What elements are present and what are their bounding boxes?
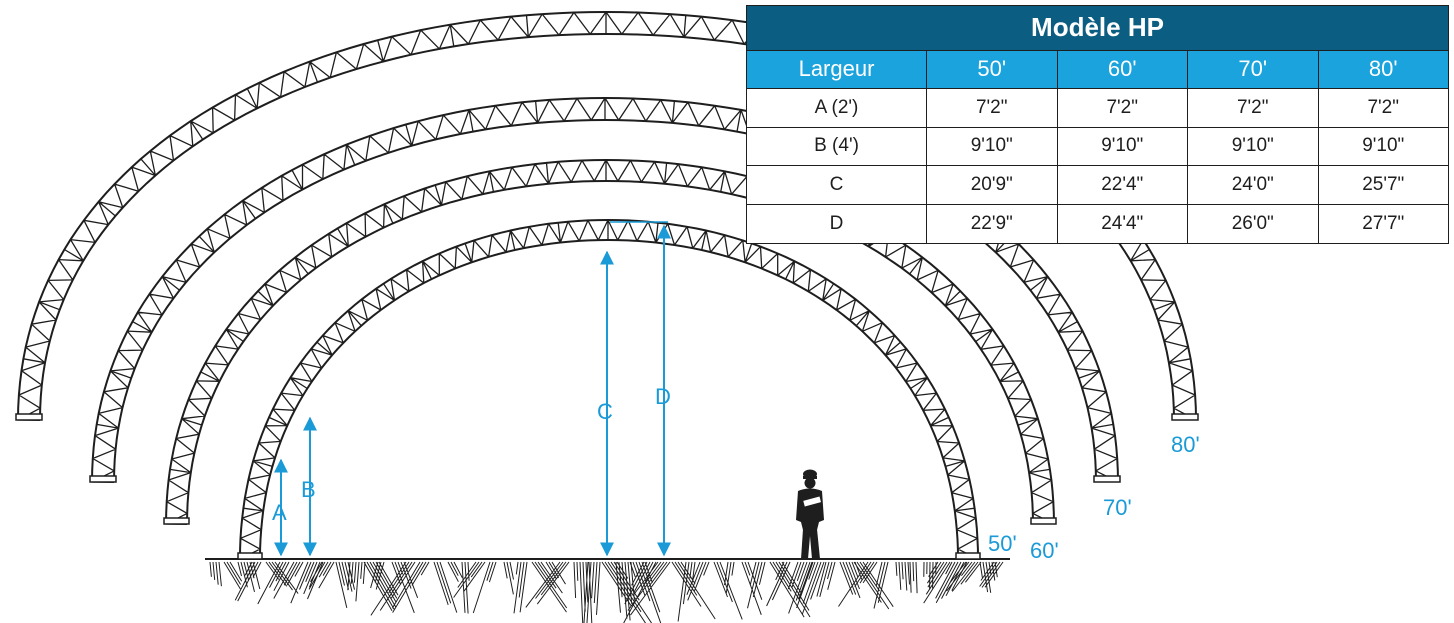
table-cell: 26'0" [1187, 204, 1319, 244]
table-cell: 24'0" [1187, 165, 1319, 206]
ground-hatching [209, 561, 1004, 623]
dimension-a-label: A [272, 500, 287, 525]
table-header-cell: 50' [926, 49, 1058, 89]
table-cell: 7'2" [1317, 87, 1449, 128]
table-cell: 9'10" [926, 126, 1058, 167]
table-cell: 24'4" [1056, 204, 1188, 244]
table-cell: 7'2" [1056, 87, 1188, 128]
dimension-a: A [272, 458, 288, 557]
table-row: A (2') 7'2" 7'2" 7'2" 7'2" [746, 87, 1449, 128]
table-header-row: Largeur 50' 60' 70' 80' [746, 49, 1449, 89]
width-label-70: 70' [1103, 495, 1132, 520]
table-title: Modèle HP [746, 5, 1449, 51]
truss-arch-50 [237, 218, 981, 560]
table-row: C 20'9" 22'4" 24'0" 25'7" [746, 165, 1449, 206]
dimension-b-label: B [301, 477, 316, 502]
table-cell: 9'10" [1187, 126, 1319, 167]
dimension-c-label: C [597, 399, 613, 424]
dimension-b: B [301, 416, 317, 557]
table-cell: D [746, 204, 927, 244]
table-cell: 27'7" [1317, 204, 1449, 244]
table-cell: 20'9" [926, 165, 1058, 206]
width-label-60: 60' [1030, 538, 1059, 563]
table-cell: 25'7" [1317, 165, 1449, 206]
width-label-50: 50' [988, 531, 1017, 556]
table-cell: 22'9" [926, 204, 1058, 244]
table-cell: 22'4" [1056, 165, 1188, 206]
table-cell: 9'10" [1056, 126, 1188, 167]
table-cell: B (4') [746, 126, 927, 167]
dimension-d: D [610, 221, 671, 557]
table-cell: A (2') [746, 87, 927, 128]
table-cell: 7'2" [1187, 87, 1319, 128]
table-row: B (4') 9'10" 9'10" 9'10" 9'10" [746, 126, 1449, 167]
dimension-c: C [597, 250, 614, 557]
table-header-cell: 70' [1187, 49, 1319, 89]
table-header-cell: 80' [1317, 49, 1449, 89]
truss-arches [15, 10, 1199, 560]
table-cell: 9'10" [1317, 126, 1449, 167]
worker-with-hard-hat-icon [796, 469, 824, 559]
hp-model-spec-table: Modèle HP Largeur 50' 60' 70' 80' A (2')… [746, 5, 1449, 244]
table-header-cell: 60' [1056, 49, 1188, 89]
dimension-d-label: D [655, 384, 671, 409]
table-cell: C [746, 165, 927, 206]
width-label-80: 80' [1171, 432, 1200, 457]
table-header-cell: Largeur [746, 49, 927, 89]
table-row: D 22'9" 24'4" 26'0" 27'7" [746, 204, 1449, 244]
table-cell: 7'2" [926, 87, 1058, 128]
